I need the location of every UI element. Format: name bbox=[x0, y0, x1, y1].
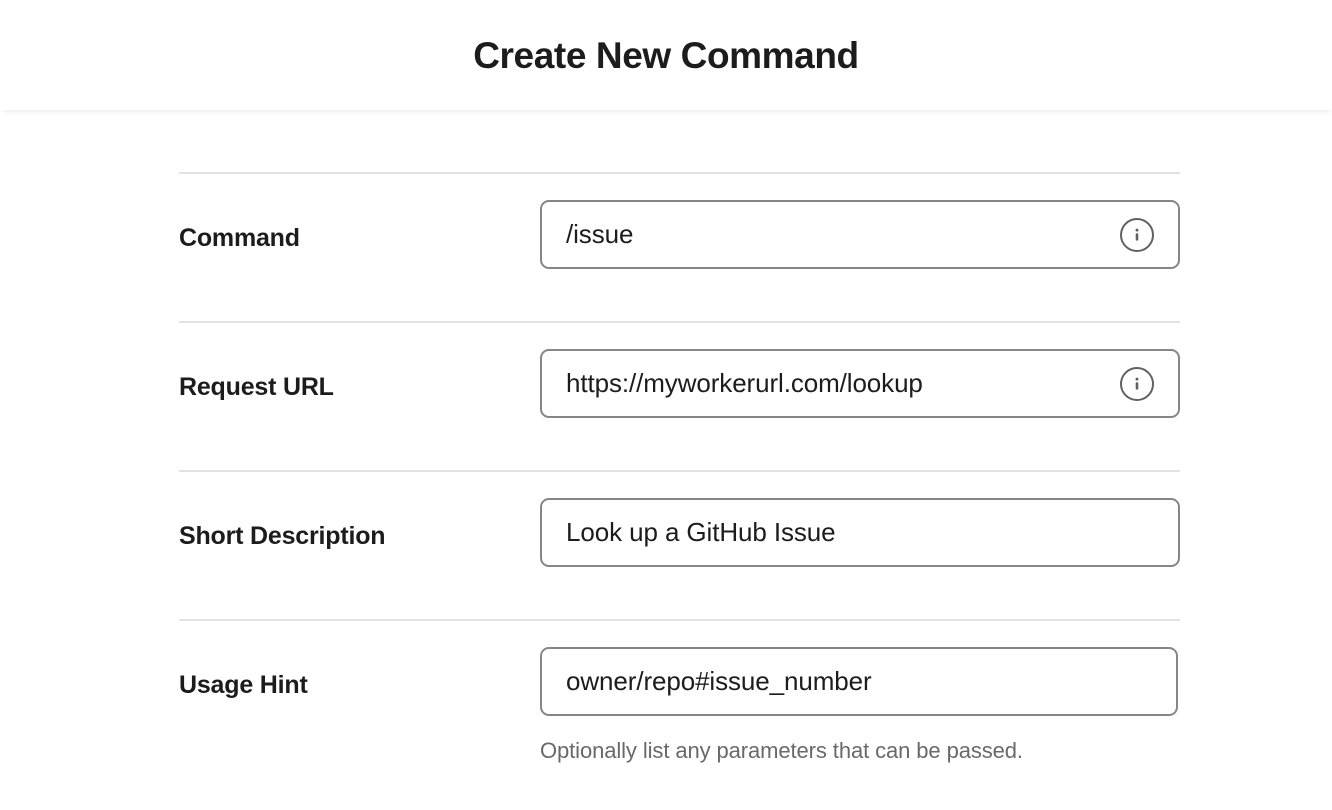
form-row-usage-hint: Usage Hint owner/repo#issue_number Optio… bbox=[179, 619, 1180, 768]
label-request-url: Request URL bbox=[179, 373, 334, 401]
form-row-request-url: Request URL https://myworkerurl.com/look… bbox=[179, 321, 1180, 470]
command-input[interactable]: /issue bbox=[540, 200, 1180, 269]
request-url-input-value: https://myworkerurl.com/lookup bbox=[566, 368, 923, 398]
page-title: Create New Command bbox=[473, 34, 859, 76]
modal-body: Command /issue Request URL https bbox=[0, 110, 1332, 810]
form-row-command: Command /issue bbox=[179, 172, 1180, 321]
command-input-value: /issue bbox=[566, 219, 634, 249]
request-url-input[interactable]: https://myworkerurl.com/lookup bbox=[540, 349, 1180, 418]
label-command: Command bbox=[179, 224, 300, 252]
control-short-description: Look up a GitHub Issue bbox=[540, 498, 1180, 567]
usage-hint-input-value: owner/repo#issue_number bbox=[566, 666, 872, 696]
modal-header: Create New Command bbox=[0, 0, 1332, 110]
control-request-url: https://myworkerurl.com/lookup bbox=[540, 349, 1180, 418]
info-circle-icon[interactable] bbox=[1120, 217, 1154, 252]
control-usage-hint: owner/repo#issue_number Optionally list … bbox=[540, 647, 1180, 764]
form-row-short-description: Short Description Look up a GitHub Issue bbox=[179, 470, 1180, 619]
info-circle-icon[interactable] bbox=[1120, 366, 1154, 401]
label-usage-hint: Usage Hint bbox=[179, 671, 308, 699]
short-description-input-value: Look up a GitHub Issue bbox=[566, 517, 836, 547]
short-description-input[interactable]: Look up a GitHub Issue bbox=[540, 498, 1180, 567]
usage-hint-input[interactable]: owner/repo#issue_number bbox=[540, 647, 1178, 716]
command-form: Command /issue Request URL https bbox=[179, 172, 1180, 768]
label-short-description: Short Description bbox=[179, 522, 386, 550]
usage-hint-help-text: Optionally list any parameters that can … bbox=[540, 738, 1023, 763]
control-command: /issue bbox=[540, 200, 1180, 269]
